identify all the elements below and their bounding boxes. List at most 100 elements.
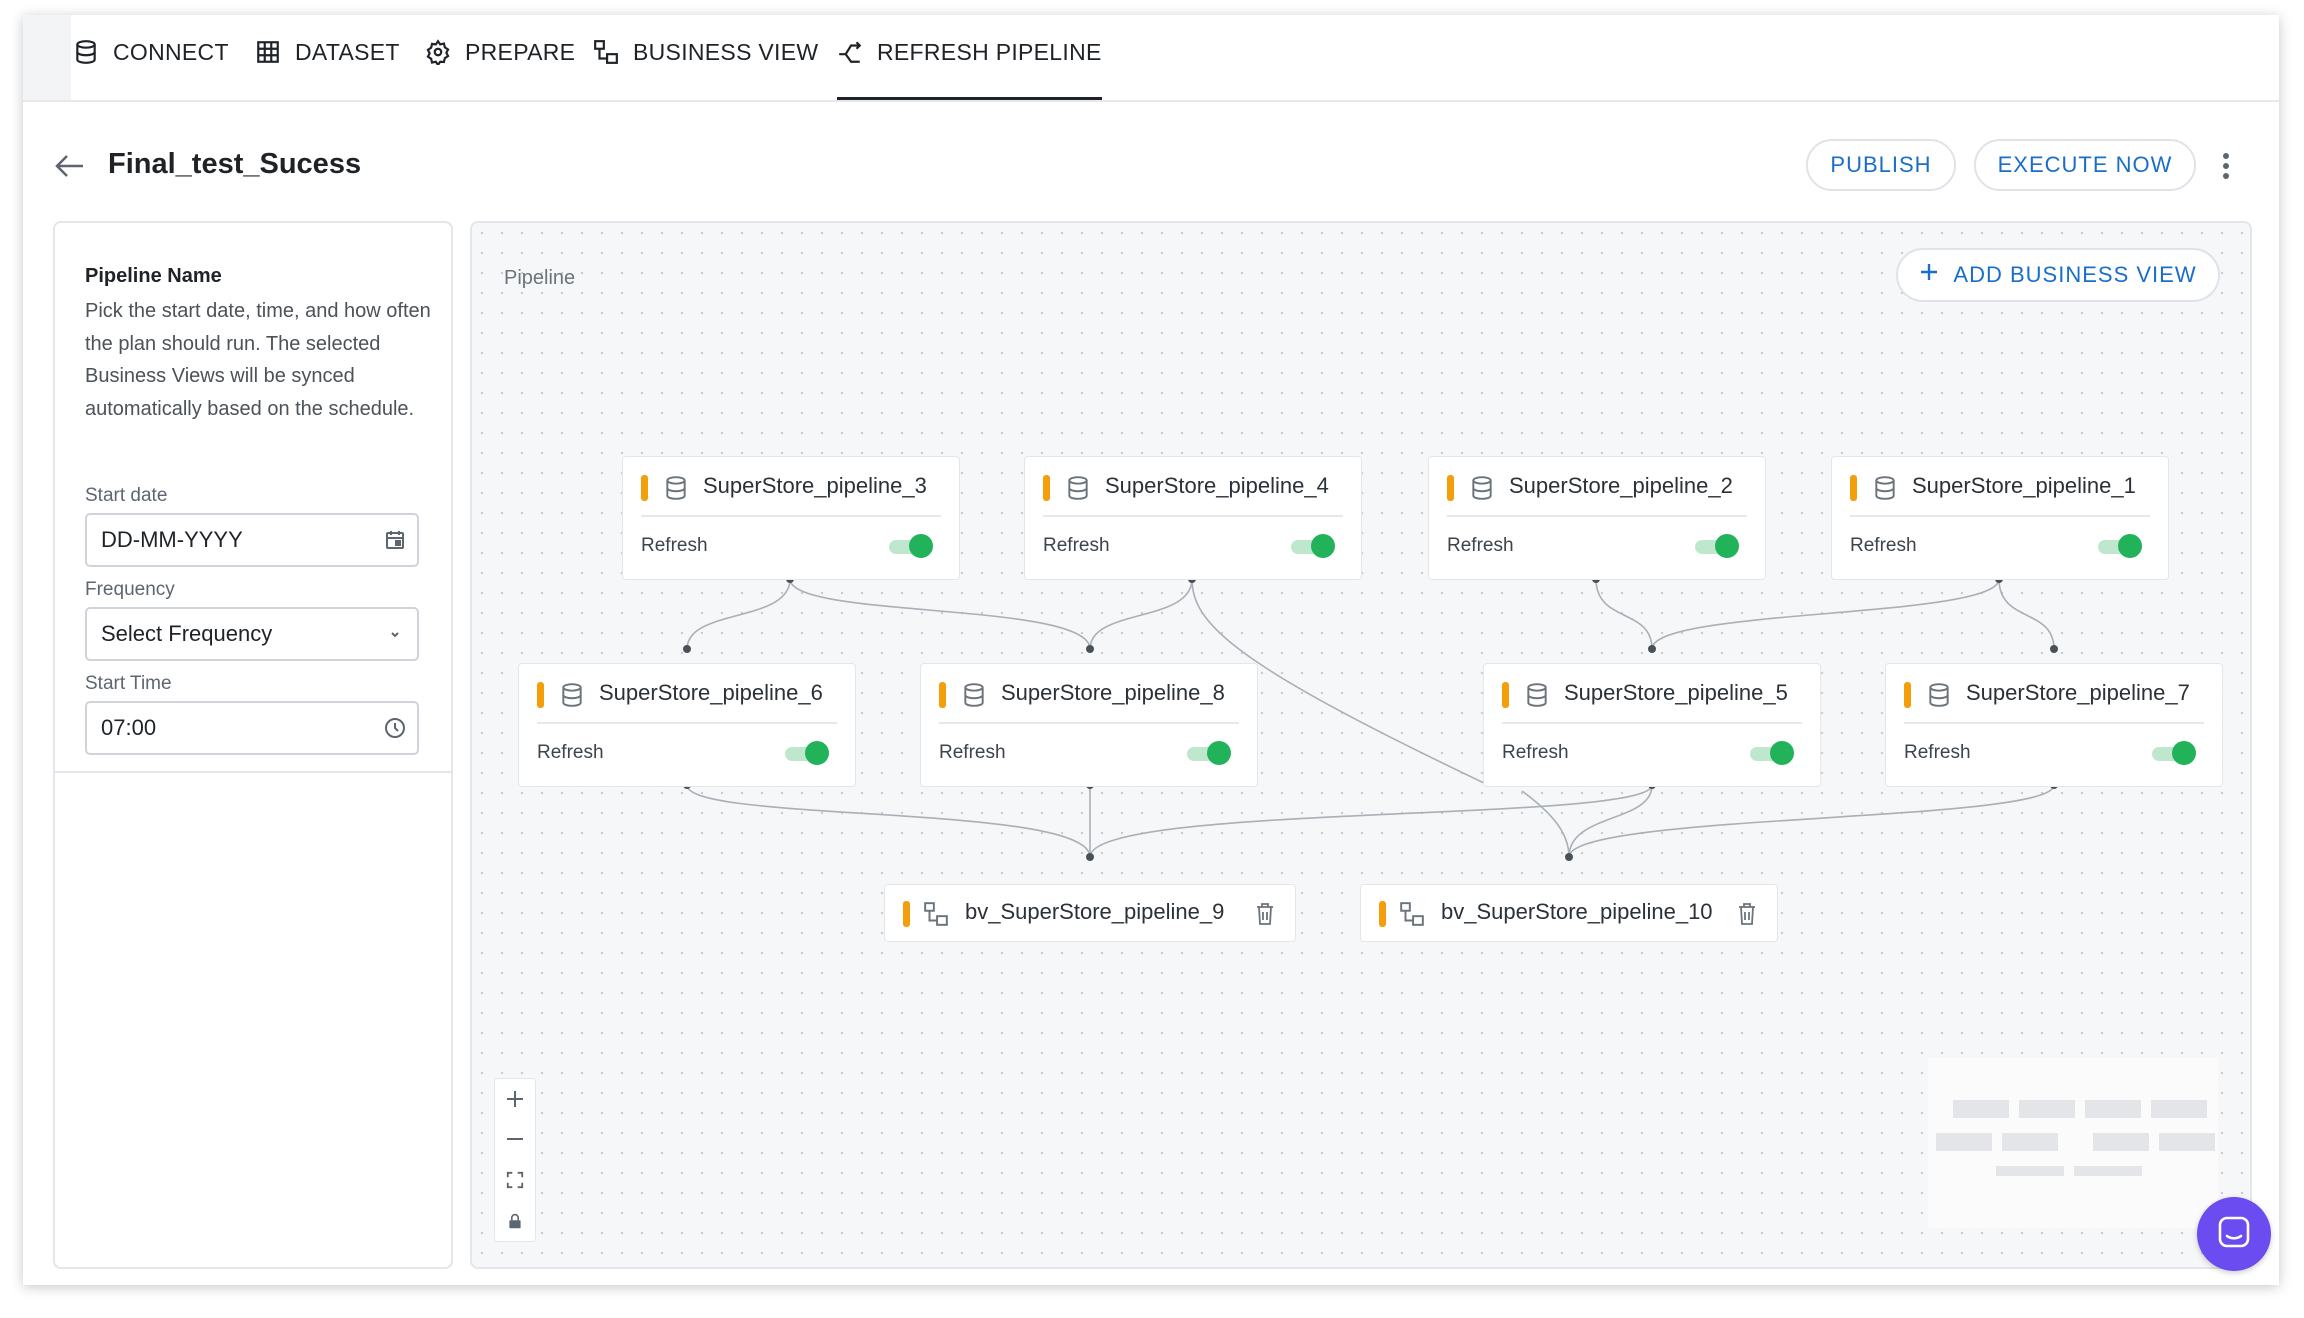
database-icon (663, 475, 689, 501)
node-divider (641, 515, 941, 517)
toggle-knob (1715, 534, 1739, 558)
minimap-node (2085, 1100, 2141, 1118)
frequency-select[interactable]: Select Frequency (85, 607, 419, 661)
database-icon (1065, 475, 1091, 501)
chat-launcher-button[interactable] (2197, 1197, 2271, 1271)
panel-description: Pick the start date, time, and how often… (85, 300, 431, 420)
app-window: CONNECT DATASET PREPARE BUSINESS VIEW RE (23, 15, 2279, 1285)
tab-business-view[interactable]: BUSINESS VIEW (593, 39, 818, 100)
pipeline-node[interactable]: SuperStore_pipeline_4 Refresh (1024, 456, 1362, 580)
tab-prepare[interactable]: PREPARE (425, 39, 575, 100)
database-icon (1872, 475, 1898, 501)
node-divider (1043, 515, 1343, 517)
node-divider (939, 722, 1239, 724)
node-name: SuperStore_pipeline_2 (1509, 473, 1733, 498)
database-icon (961, 682, 987, 708)
node-name: SuperStore_pipeline_5 (1564, 680, 1788, 705)
zoom-in-button[interactable] (495, 1079, 534, 1119)
minimap-node (2159, 1133, 2215, 1151)
node-action-label: Refresh (939, 742, 1006, 763)
minimap-node (2093, 1133, 2149, 1151)
minimap[interactable] (1928, 1058, 2218, 1228)
node-action-label: Refresh (1447, 535, 1514, 556)
node-divider (1904, 722, 2204, 724)
minimap-node (2019, 1100, 2075, 1118)
start-time-label: Start Time (85, 673, 172, 694)
edge (1651, 578, 2000, 650)
edge (686, 578, 791, 650)
chevron-down-icon (383, 622, 407, 646)
database-icon (73, 39, 99, 65)
minimap-node (1936, 1133, 1992, 1151)
pipeline-node[interactable]: SuperStore_pipeline_6 Refresh (518, 663, 856, 787)
start-time-field[interactable]: 07:00 (85, 701, 419, 755)
edge (1521, 790, 1570, 858)
node-action-label: Refresh (1043, 535, 1110, 556)
pipeline-node[interactable]: SuperStore_pipeline_5 Refresh (1483, 663, 1821, 787)
refresh-toggle[interactable] (889, 533, 933, 559)
execute-now-button[interactable]: EXECUTE NOW (1974, 139, 2196, 191)
refresh-toggle[interactable] (785, 740, 829, 766)
pipeline-node[interactable]: SuperStore_pipeline_1 Refresh (1831, 456, 2169, 580)
business-view-node[interactable]: bv_SuperStore_pipeline_9 (884, 884, 1296, 942)
refresh-toggle[interactable] (2098, 533, 2142, 559)
page-title: Final_test_Sucess (108, 148, 362, 180)
refresh-toggle[interactable] (2152, 740, 2196, 766)
status-marker (1447, 475, 1454, 501)
toggle-knob (1207, 741, 1231, 765)
pipeline-node[interactable]: SuperStore_pipeline_8 Refresh (920, 663, 1258, 787)
frequency-value: Select Frequency (101, 621, 273, 646)
toggle-knob (909, 534, 933, 558)
node-action-label: Refresh (641, 535, 708, 556)
tab-refresh-pipeline[interactable]: REFRESH PIPELINE (837, 39, 1102, 100)
pipeline-canvas[interactable]: Pipeline ADD BUSINESS VIEW (470, 221, 2252, 1269)
business-view-node[interactable]: bv_SuperStore_pipeline_10 (1360, 884, 1778, 942)
fit-view-button[interactable] (495, 1160, 534, 1200)
node-name: SuperStore_pipeline_1 (1912, 473, 2136, 498)
node-name: SuperStore_pipeline_6 (599, 680, 823, 705)
node-name: SuperStore_pipeline_7 (1966, 680, 2190, 705)
pipeline-node[interactable]: SuperStore_pipeline_3 Refresh (622, 456, 960, 580)
minimap-node (1953, 1100, 2009, 1118)
node-name: SuperStore_pipeline_4 (1105, 473, 1329, 498)
refresh-toggle[interactable] (1187, 740, 1231, 766)
add-business-view-button[interactable]: ADD BUSINESS VIEW (1896, 248, 2220, 302)
publish-button[interactable]: PUBLISH (1806, 139, 1956, 191)
pipeline-edges (683, 575, 2058, 861)
back-arrow-icon[interactable] (53, 151, 87, 181)
start-date-field[interactable]: DD-MM-YYYY (85, 513, 419, 567)
pipeline-node[interactable]: SuperStore_pipeline_7 Refresh (1885, 663, 2223, 787)
trash-icon[interactable] (1737, 902, 1757, 926)
status-marker (1850, 475, 1857, 501)
tab-label: REFRESH PIPELINE (877, 39, 1102, 65)
pipeline-settings-panel: Pipeline Name Pick the start date, time,… (53, 221, 453, 1269)
status-marker (1379, 901, 1386, 927)
refresh-toggle[interactable] (1750, 740, 1794, 766)
tab-dataset[interactable]: DATASET (255, 39, 400, 100)
node-action-label: Refresh (1502, 742, 1569, 763)
refresh-toggle[interactable] (1695, 533, 1739, 559)
status-marker (1904, 682, 1911, 708)
pipeline-node[interactable]: SuperStore_pipeline_2 Refresh (1428, 456, 1766, 580)
chat-icon (2216, 1214, 2252, 1255)
status-marker (939, 682, 946, 708)
panel-divider (55, 771, 451, 773)
gear-icon (425, 39, 451, 67)
frequency-label: Frequency (85, 579, 175, 600)
tab-connect[interactable]: CONNECT (73, 39, 229, 100)
trash-icon[interactable] (1255, 902, 1275, 926)
canvas-label: Pipeline (504, 267, 576, 289)
edge (1998, 578, 2055, 650)
zoom-out-button[interactable] (495, 1119, 534, 1159)
node-action-label: Refresh (1904, 742, 1971, 763)
lock-icon[interactable] (495, 1201, 534, 1241)
tab-label: PREPARE (465, 39, 576, 65)
tab-label: DATASET (295, 39, 400, 65)
edge (1089, 784, 1653, 858)
zoom-controls (494, 1078, 536, 1242)
calendar-icon[interactable] (383, 528, 407, 552)
clock-icon[interactable] (383, 716, 407, 740)
more-options-icon[interactable] (2219, 151, 2233, 181)
refresh-toggle[interactable] (1291, 533, 1335, 559)
node-divider (1850, 515, 2150, 517)
